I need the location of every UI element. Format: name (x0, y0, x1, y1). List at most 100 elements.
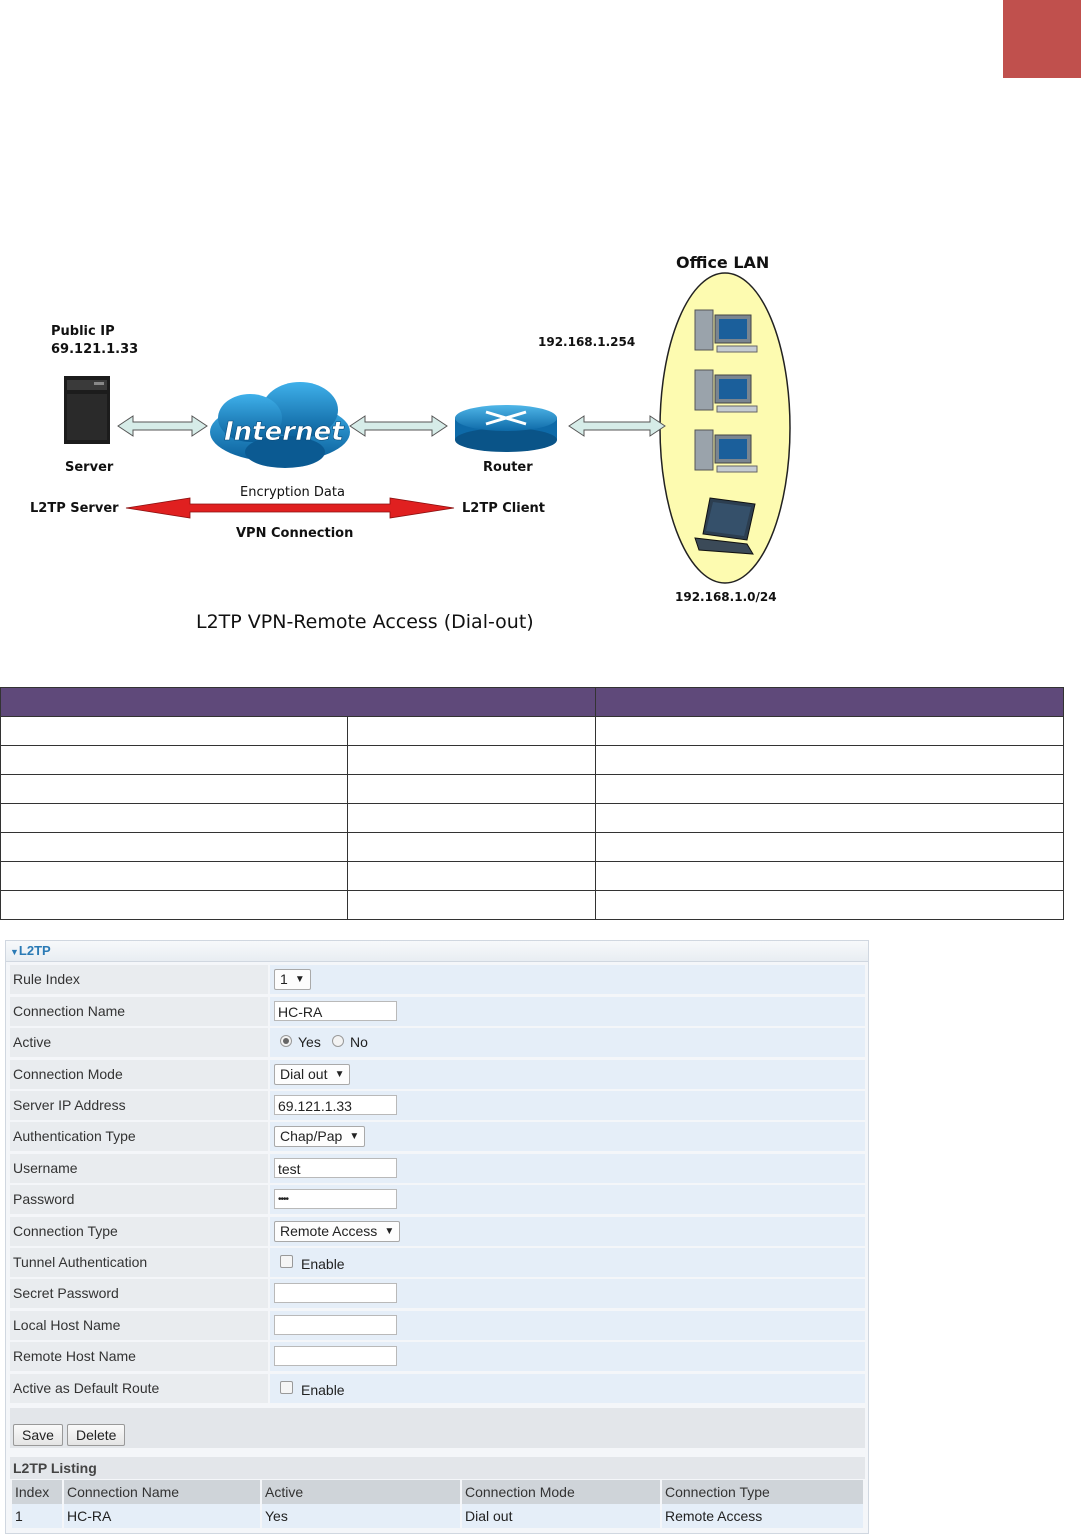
table-row (0, 890, 1064, 920)
connection-name-input[interactable]: HC-RA (274, 1001, 397, 1021)
l2tp-panel: ▼L2TP Rule Index 1▼ Connection Name HC-R… (5, 940, 869, 1534)
connection-mode-label: Connection Mode (10, 1060, 268, 1089)
connection-mode-select[interactable]: Dial out▼ (274, 1064, 351, 1085)
link-arrow (349, 415, 448, 437)
connection-type-select[interactable]: Remote Access▼ (274, 1221, 401, 1242)
column-header: Index (12, 1480, 62, 1504)
link-arrow (117, 415, 208, 437)
cell-connection-name: HC-RA (64, 1504, 260, 1528)
active-no-radio[interactable] (332, 1035, 344, 1047)
column-header: Connection Mode (462, 1480, 660, 1504)
l2tp-server-label: L2TP Server (30, 501, 119, 516)
password-row: Password •••• (10, 1185, 865, 1214)
server-ip-input[interactable]: 69.121.1.33 (274, 1095, 397, 1115)
link-arrow (568, 415, 666, 437)
router-ip-label: 192.168.1.254 (538, 335, 635, 349)
secret-password-input[interactable] (274, 1283, 397, 1303)
auth-type-row: Authentication Type Chap/Pap▼ (10, 1122, 865, 1151)
document-table (0, 687, 1064, 920)
public-ip-value: 69.121.1.33 (51, 342, 138, 357)
dropdown-arrow-icon: ▼ (294, 974, 305, 985)
tunnel-auth-label: Tunnel Authentication (10, 1248, 268, 1277)
vpn-connection-label: VPN Connection (236, 526, 353, 541)
active-yes-label: Yes (298, 1034, 321, 1050)
router-label: Router (483, 460, 533, 475)
auth-type-label: Authentication Type (10, 1122, 268, 1151)
delete-button[interactable]: Delete (67, 1424, 126, 1446)
auth-type-select[interactable]: Chap/Pap▼ (274, 1126, 366, 1147)
table-row[interactable]: 1 HC-RA Yes Dial out Remote Access (12, 1504, 863, 1528)
connection-type-label: Connection Type (10, 1217, 268, 1246)
tunnel-auth-enable-label: Enable (301, 1256, 345, 1272)
column-header: Connection Name (64, 1480, 260, 1504)
page-corner-tab (1003, 0, 1081, 78)
server-label: Server (65, 460, 114, 475)
listing-header-row: Index Connection Name Active Connection … (12, 1480, 863, 1504)
local-host-input[interactable] (274, 1315, 397, 1335)
dropdown-arrow-icon: ▼ (349, 1131, 360, 1142)
default-route-label: Active as Default Route (10, 1374, 268, 1403)
remote-host-input[interactable] (274, 1346, 397, 1366)
table-row (0, 803, 1064, 833)
public-ip-label: Public IP (51, 324, 115, 339)
rule-index-row: Rule Index 1▼ (10, 965, 865, 994)
dropdown-arrow-icon: ▼ (334, 1069, 345, 1080)
internet-cloud-icon (210, 382, 350, 468)
username-input[interactable]: test (274, 1158, 397, 1178)
table-row (0, 745, 1064, 775)
username-row: Username test (10, 1154, 865, 1183)
network-diagram: Office LAN 192.168.1.0/24 Public IP 69.1… (30, 253, 791, 633)
rule-index-select[interactable]: 1▼ (274, 969, 311, 990)
cell-connection-type: Remote Access (662, 1504, 863, 1528)
tunnel-auth-row: Tunnel Authentication Enable (10, 1248, 865, 1277)
table-row (0, 832, 1064, 862)
table-row (0, 774, 1064, 804)
button-bar: Save Delete (10, 1408, 865, 1448)
local-host-label: Local Host Name (10, 1311, 268, 1340)
default-route-checkbox[interactable] (280, 1381, 293, 1394)
password-label: Password (10, 1185, 268, 1214)
server-ip-row: Server IP Address 69.121.1.33 (10, 1091, 865, 1120)
local-host-row: Local Host Name (10, 1311, 865, 1340)
cell-index: 1 (12, 1504, 62, 1528)
connection-name-label: Connection Name (10, 997, 268, 1026)
password-input[interactable]: •••• (274, 1189, 397, 1209)
column-header: Connection Type (662, 1480, 863, 1504)
pc-icon (694, 309, 758, 353)
pc-icon (694, 369, 758, 413)
column-header: Active (262, 1480, 460, 1504)
server-icon (64, 376, 110, 444)
default-route-enable-label: Enable (301, 1382, 345, 1398)
dropdown-arrow-icon: ▼ (384, 1226, 395, 1237)
remote-host-row: Remote Host Name (10, 1342, 865, 1371)
active-yes-radio[interactable] (280, 1035, 292, 1047)
section-title: L2TP (18, 943, 51, 958)
router-icon (455, 405, 557, 452)
active-no-label: No (350, 1034, 368, 1050)
laptop-icon (694, 497, 756, 555)
l2tp-listing-table: Index Connection Name Active Connection … (10, 1480, 865, 1528)
collapse-triangle-icon: ▼ (10, 947, 19, 957)
rule-index-label: Rule Index (10, 965, 268, 994)
l2tp-section-header[interactable]: ▼L2TP (6, 941, 868, 962)
document-table-header (0, 687, 1064, 717)
cell-connection-mode: Dial out (462, 1504, 660, 1528)
cell-active: Yes (262, 1504, 460, 1528)
table-row (0, 716, 1064, 746)
server-ip-label: Server IP Address (10, 1091, 268, 1120)
username-label: Username (10, 1154, 268, 1183)
tunnel-auth-checkbox[interactable] (280, 1255, 293, 1268)
subnet-label: 192.168.1.0/24 (675, 590, 777, 604)
internet-label: Internet (224, 417, 345, 447)
active-row: Active Yes No (10, 1028, 865, 1057)
l2tp-client-label: L2TP Client (462, 501, 545, 516)
connection-type-row: Connection Type Remote Access▼ (10, 1217, 865, 1246)
active-label: Active (10, 1028, 268, 1057)
save-button[interactable]: Save (13, 1424, 63, 1446)
office-lan-label: Office LAN (676, 253, 769, 272)
remote-host-label: Remote Host Name (10, 1342, 268, 1371)
encryption-label: Encryption Data (240, 485, 345, 500)
connection-mode-row: Connection Mode Dial out▼ (10, 1060, 865, 1089)
table-row (0, 861, 1064, 891)
secret-password-label: Secret Password (10, 1279, 268, 1308)
